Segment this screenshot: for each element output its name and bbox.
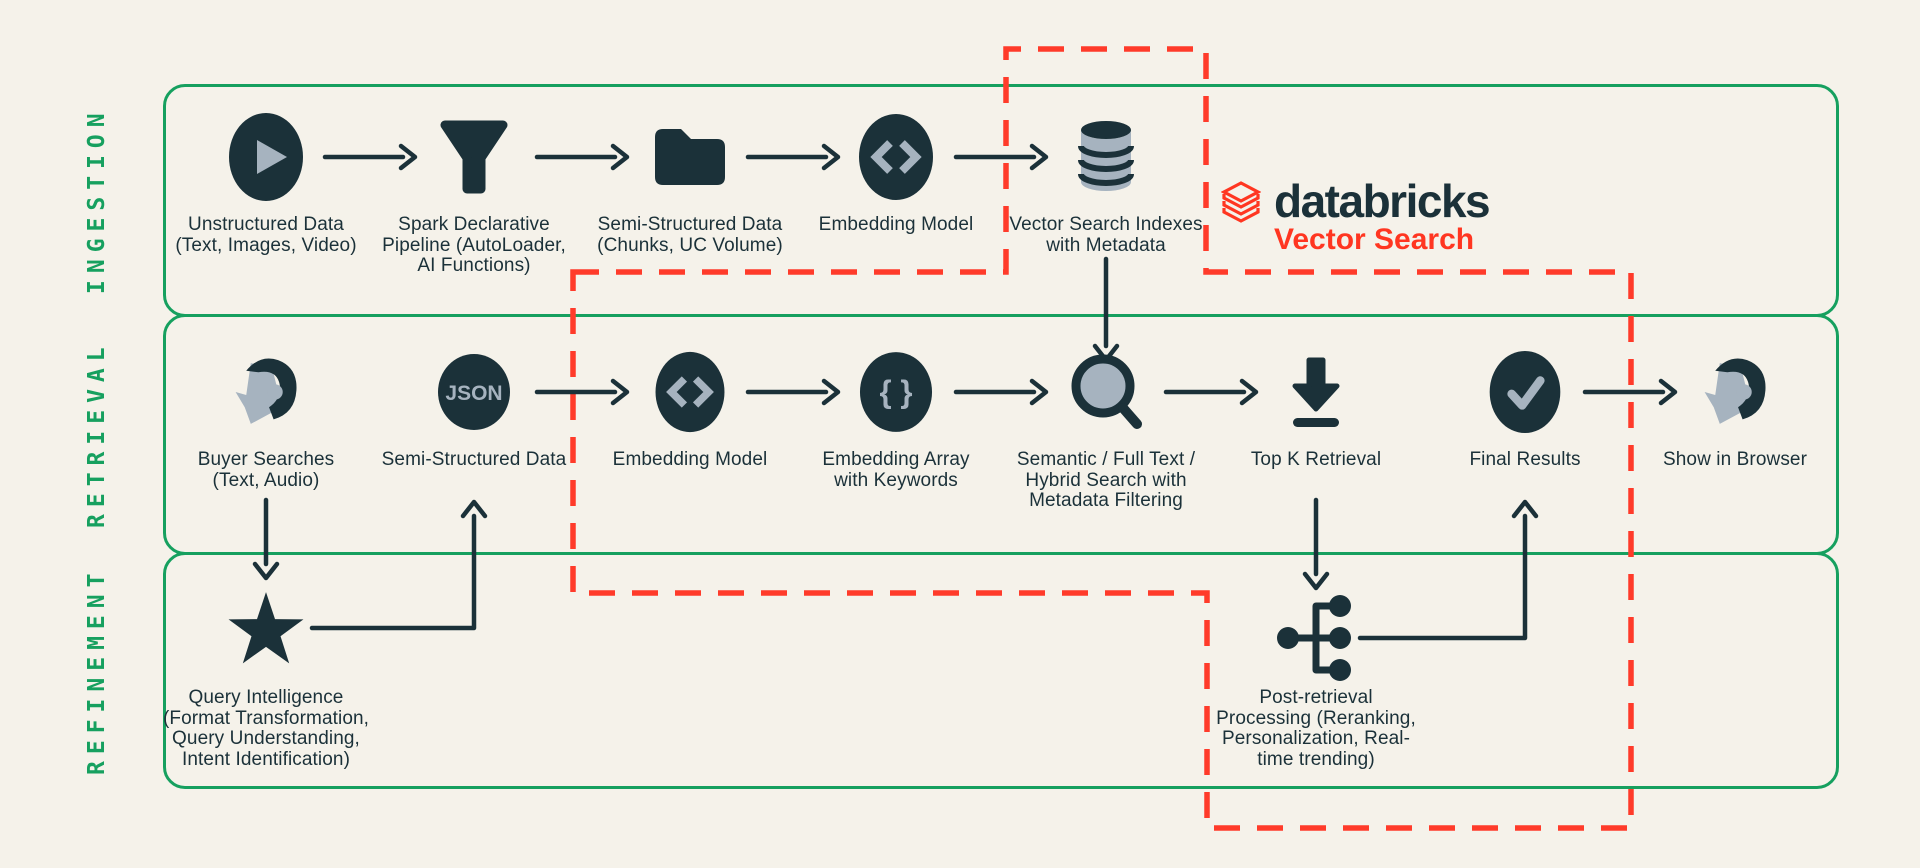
database-icon <box>1078 121 1134 191</box>
play-icon <box>229 113 303 201</box>
node-top-k-retrieval <box>1287 354 1345 430</box>
lane-retrieval <box>163 314 1839 555</box>
node-label: Spark Declarative Pipeline (AutoLoader, … <box>382 214 566 276</box>
person-icon <box>235 358 297 424</box>
node-spark-pipeline <box>437 118 511 196</box>
node-buyer-searches <box>228 352 304 432</box>
databricks-glyph-icon <box>1221 181 1261 223</box>
node-label: Show in Browser <box>1662 449 1808 470</box>
json-badge: JSON <box>445 382 502 405</box>
funnel-icon <box>440 120 508 194</box>
node-hybrid-search <box>1069 352 1143 432</box>
node-label: Semantic / Full Text / Hybrid Search wit… <box>1016 449 1196 511</box>
code-icon <box>655 351 725 433</box>
databricks-logo: databricks Vector Search <box>1221 175 1491 256</box>
braces-icon: { } <box>859 352 933 432</box>
node-label: Semi-Structured Data (Chunks, UC Volume) <box>597 214 783 256</box>
databricks-wordmark: databricks <box>1274 175 1491 227</box>
node-embedding-model <box>858 113 934 201</box>
person-icon <box>1704 358 1766 424</box>
node-label: Post-retrieval Processing (Reranking, Pe… <box>1216 687 1416 770</box>
tree-icon <box>1277 595 1351 681</box>
node-vector-search-indexes <box>1076 118 1136 196</box>
node-semi-structured-data <box>650 125 730 189</box>
lane-ingestion <box>163 84 1839 317</box>
lane-label-retrieval: RETRIEVAL <box>84 340 110 529</box>
vector-search-label: Vector Search <box>1274 223 1475 256</box>
node-final-results <box>1487 350 1563 434</box>
lane-refinement <box>163 552 1839 789</box>
node-label: Final Results <box>1469 449 1581 470</box>
braces-glyph: { } <box>880 375 913 410</box>
node-semi-structured-json: JSON <box>437 353 511 431</box>
node-query-intelligence <box>222 586 310 670</box>
node-unstructured-data <box>228 112 304 202</box>
node-label: Top K Retrieval <box>1250 449 1382 470</box>
node-label: Embedding Model <box>818 214 974 235</box>
folder-icon <box>655 129 725 185</box>
node-label: Query Intelligence (Format Transformatio… <box>162 687 370 770</box>
node-label: Buyer Searches (Text, Audio) <box>197 449 335 491</box>
star-icon <box>228 592 304 664</box>
node-label: Embedding Model <box>612 449 768 470</box>
json-icon: JSON <box>438 354 510 430</box>
node-embedding-model-retrieval <box>653 351 727 433</box>
lane-label-refinement: REFINEMENT <box>84 566 110 775</box>
node-show-in-browser <box>1697 352 1773 432</box>
check-icon <box>1489 350 1561 434</box>
node-post-retrieval-processing <box>1276 590 1356 686</box>
code-icon <box>859 114 933 200</box>
node-label: Vector Search Indexes with Metadata <box>1009 214 1203 256</box>
node-label: Semi-Structured Data <box>381 449 567 470</box>
lane-label-ingestion: INGESTION <box>84 106 110 295</box>
search-icon <box>1071 354 1142 429</box>
node-embedding-array: { } <box>859 351 933 433</box>
node-label: Embedding Array with Keywords <box>822 449 970 491</box>
download-icon <box>1292 357 1340 427</box>
node-label: Unstructured Data (Text, Images, Video) <box>175 214 357 256</box>
